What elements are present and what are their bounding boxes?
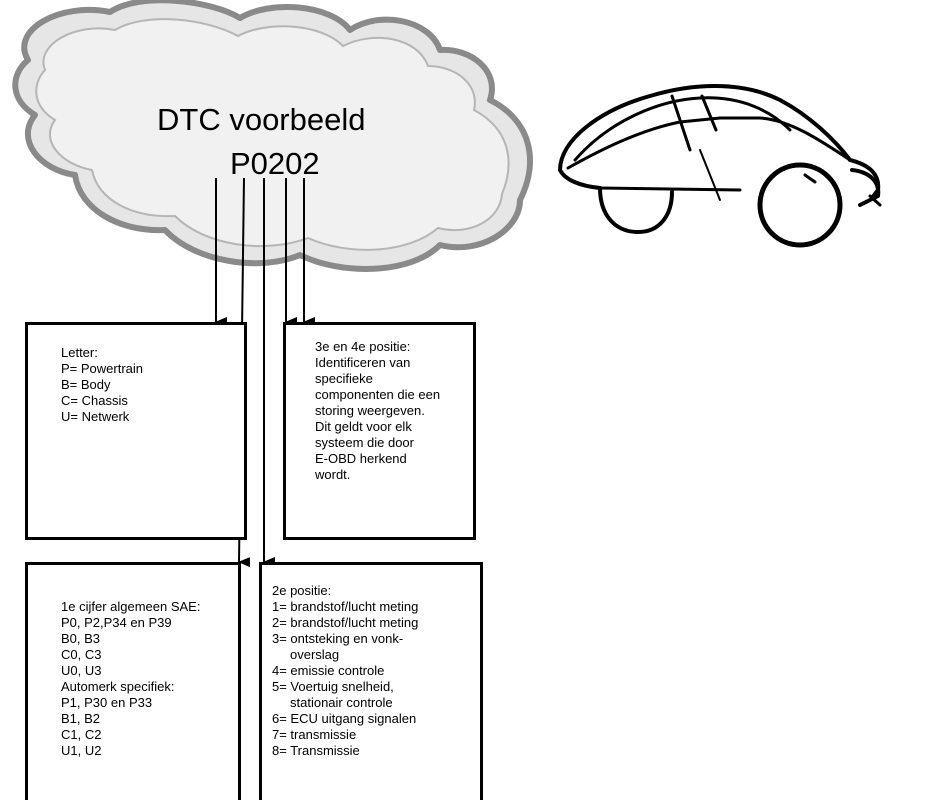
letter-line-5: U= Netwerk (61, 409, 130, 424)
position-2-box: 2e positie: 1= brandstof/lucht meting 2=… (259, 562, 483, 800)
first-digit-text: 1e cijfer algemeen SAE: P0, P2,P34 en P3… (61, 599, 200, 759)
cloud-shape (12, 0, 533, 272)
pos34-line-2: Identificeren van (315, 355, 411, 370)
letter-box-text: Letter: P= Powertrain B= Body C= Chassis… (61, 345, 143, 425)
pos34-line-6: Dit geldt voor elk (315, 419, 412, 434)
letter-line-2: P= Powertrain (61, 361, 144, 376)
pos2-line-1: 2e positie: (272, 583, 332, 598)
digit1-line-8: B1, B2 (61, 711, 101, 726)
pos2-line-6: 4= emissie controle (272, 663, 385, 678)
digit1-line-9: C1, C2 (61, 727, 102, 742)
first-digit-box: 1e cijfer algemeen SAE: P0, P2,P34 en P3… (25, 562, 241, 800)
pos34-line-4: componenten die een (315, 387, 441, 402)
digit1-line-3: B0, B3 (61, 631, 101, 646)
pos2-line-11: 8= Transmissie (272, 743, 360, 758)
position-2-text: 2e positie: 1= brandstof/lucht meting 2=… (272, 583, 418, 759)
digit1-line-1: 1e cijfer algemeen SAE: (61, 599, 201, 614)
diagram-title: DTC voorbeeld (157, 102, 366, 137)
digit1-line-2: P0, P2,P34 en P39 (61, 615, 172, 630)
car-icon (558, 84, 882, 248)
pos2-line-9: 6= ECU uitgang signalen (272, 711, 417, 726)
pos34-line-1: 3e en 4e positie: (315, 339, 411, 354)
letter-line-1: Letter: (61, 345, 98, 360)
digit1-line-5: U0, U3 (61, 663, 102, 678)
letter-line-4: C= Chassis (61, 393, 128, 408)
pos2-line-2: 1= brandstof/lucht meting (272, 599, 419, 614)
pos2-line-5: overslag (290, 647, 340, 662)
pos2-line-7: 5= Voertuig snelheid, (272, 679, 394, 694)
letter-box: Letter: P= Powertrain B= Body C= Chassis… (25, 322, 247, 540)
pos2-line-4: 3= ontsteking en vonk- (272, 631, 404, 646)
position-3-4-box: 3e en 4e positie: Identificeren van spec… (283, 322, 476, 540)
pos34-line-7: systeem die door (315, 435, 414, 450)
pos34-line-8: E-OBD herkend (315, 451, 407, 466)
position-3-4-text: 3e en 4e positie: Identificeren van spec… (315, 339, 440, 483)
pos2-line-10: 7= transmissie (272, 727, 357, 742)
digit1-line-7: P1, P30 en P33 (61, 695, 153, 710)
pos34-line-3: specifieke (315, 371, 373, 386)
pos2-line-8: stationair controle (290, 695, 393, 710)
letter-line-3: B= Body (61, 377, 111, 392)
pos34-line-5: storing weergeven. (315, 403, 425, 418)
pos34-line-9: wordt. (315, 467, 351, 482)
dtc-code: P0202 (230, 146, 320, 181)
digit1-line-10: U1, U2 (61, 743, 102, 758)
pos2-line-3: 2= brandstof/lucht meting (272, 615, 419, 630)
digit1-line-6: Automerk specifiek: (61, 679, 175, 694)
digit1-line-4: C0, C3 (61, 647, 102, 662)
